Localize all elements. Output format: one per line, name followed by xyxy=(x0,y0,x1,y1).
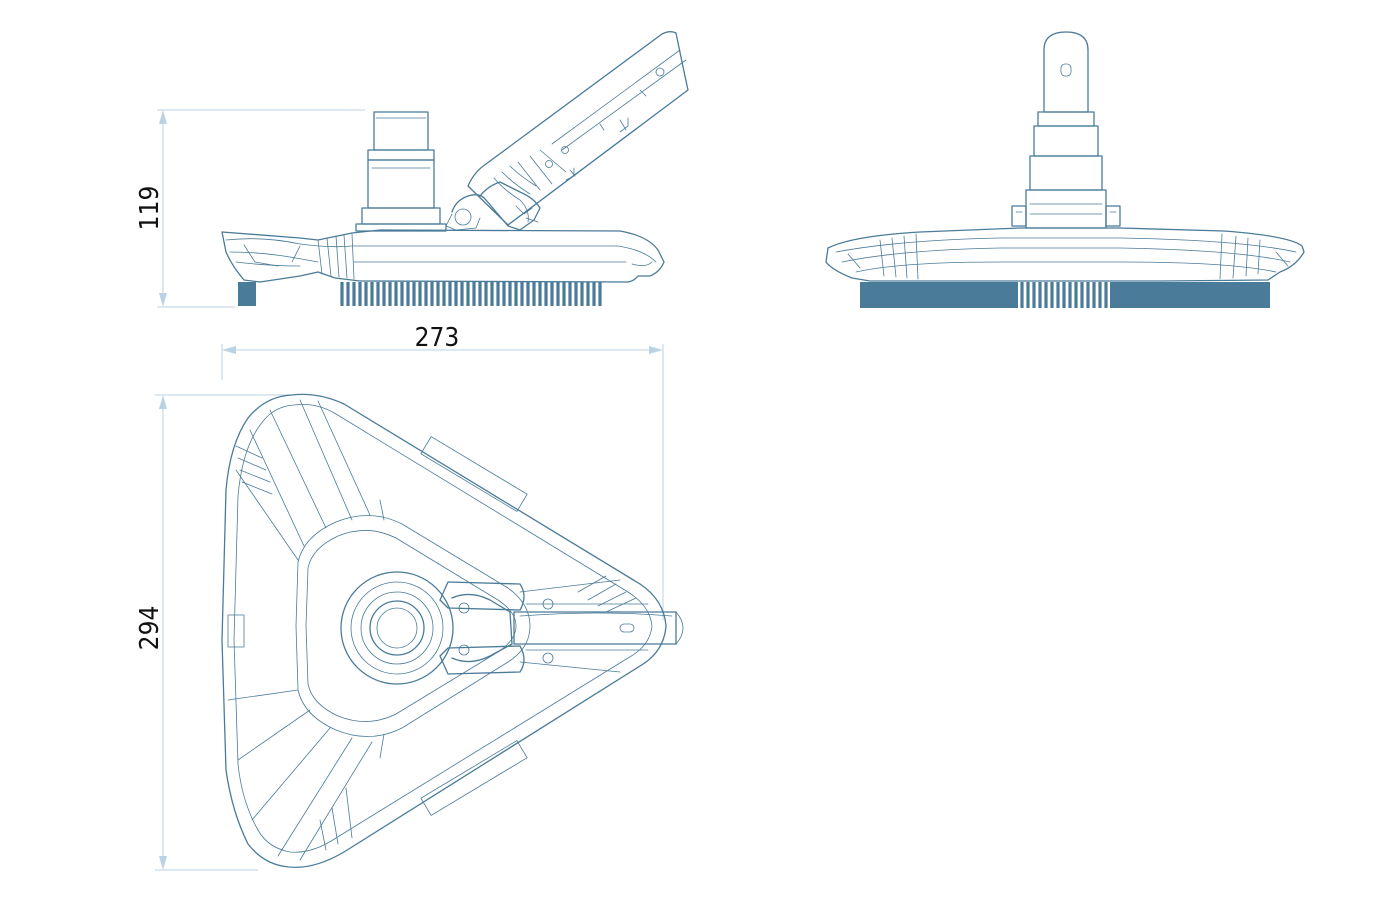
top-view-head xyxy=(221,393,667,869)
side-view-body xyxy=(221,229,665,306)
width-dimension: 273 xyxy=(221,323,664,620)
front-view-brush xyxy=(860,282,1270,308)
depth-dimension: 294 xyxy=(135,394,292,871)
front-view-body xyxy=(825,227,1305,282)
front-view xyxy=(825,31,1305,308)
front-brush xyxy=(238,282,256,306)
side-view-connector xyxy=(355,111,447,232)
top-view: 273 294 xyxy=(135,323,684,871)
height-label: 119 xyxy=(135,186,165,231)
top-view-connector xyxy=(340,571,684,685)
width-label: 273 xyxy=(415,323,460,353)
bristle-block xyxy=(1110,282,1270,308)
side-view-handle xyxy=(445,31,689,231)
side-view-brush xyxy=(340,282,602,306)
front-view-connector xyxy=(1011,31,1121,229)
height-dimension: 119 xyxy=(135,109,365,308)
depth-label: 294 xyxy=(135,606,165,651)
bristle-block xyxy=(860,282,1018,308)
side-view: 119 xyxy=(135,31,689,308)
